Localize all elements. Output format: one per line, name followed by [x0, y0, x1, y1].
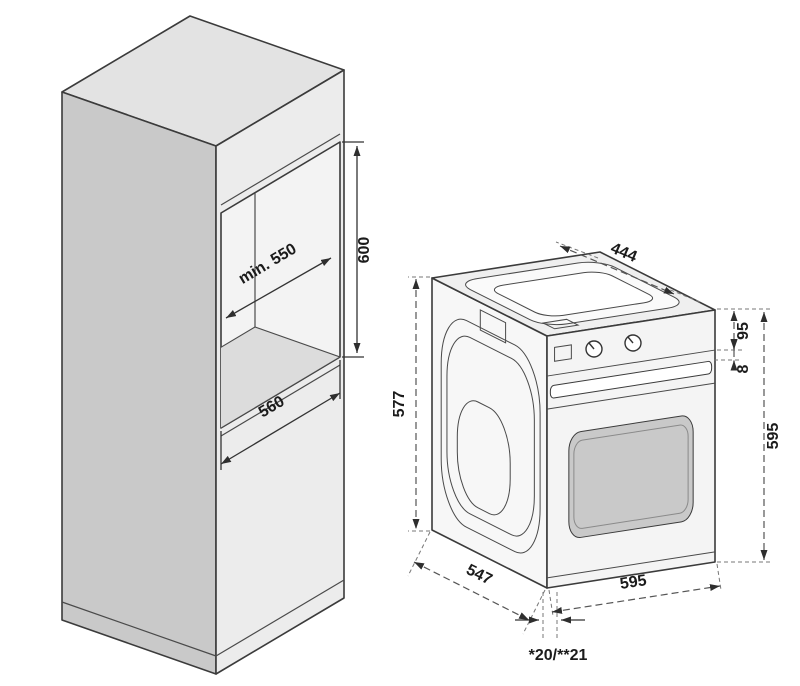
oven-depth-label: 547	[463, 561, 495, 588]
door-window-inner-line	[574, 424, 688, 530]
panel-vent-slot	[555, 345, 572, 361]
cabinet-drawing: min. 550 600 560	[61, 15, 373, 675]
dim-body-height: 577	[391, 276, 430, 532]
top-latch-plate	[543, 319, 578, 328]
niche-depth-arrow	[225, 257, 332, 319]
dim-niche-height: 600	[342, 141, 373, 358]
dim-oven-width: 595	[548, 563, 722, 617]
niche-height-label: 600	[356, 237, 373, 264]
oven-front-details	[547, 323, 715, 578]
oven-door-window	[569, 414, 693, 539]
oven-width-label: 595	[619, 572, 648, 593]
door-top-line	[547, 383, 715, 409]
dim-595w-ext-right	[716, 563, 722, 591]
dim-oven-height: 595	[717, 312, 782, 563]
door-projection-label: *20/**21	[529, 647, 588, 664]
cabinet-side-face	[61, 91, 217, 675]
dim-547-ext-front	[522, 589, 546, 635]
control-knobs	[585, 334, 642, 358]
dim-595w-line	[551, 584, 721, 614]
dim-door-projection: *20/**21	[515, 592, 587, 664]
cabinet-kick-line-front	[215, 579, 345, 657]
control-panel-divider	[547, 350, 715, 376]
cabinet-kick-line-left	[61, 601, 217, 657]
knob-right-pointer	[627, 336, 634, 344]
side-stamping-blob	[457, 392, 510, 525]
knob-left-pointer	[588, 342, 595, 350]
body-height-label: 577	[391, 391, 408, 418]
oven-height-label: 595	[765, 423, 782, 450]
side-stamping-inner	[447, 326, 534, 546]
niche-top-edge-line	[220, 133, 341, 206]
dim-547-ext-back	[407, 531, 431, 577]
side-stamping-outer	[441, 308, 540, 565]
oven-side-stamping	[441, 290, 540, 564]
dim-panel-height: 95	[717, 308, 770, 351]
door-bottom-trim-line	[547, 552, 715, 578]
oven-handle	[550, 361, 711, 399]
gap-label: 8	[735, 364, 752, 373]
side-mounting-tab	[480, 310, 505, 343]
dim-444-line	[559, 245, 675, 295]
panel-height-label: 95	[735, 322, 752, 340]
dim-niche-width-line	[220, 392, 341, 465]
oven-drawing: 444 95 8 595 577	[391, 240, 782, 664]
dim-gap: 8	[714, 339, 752, 373]
